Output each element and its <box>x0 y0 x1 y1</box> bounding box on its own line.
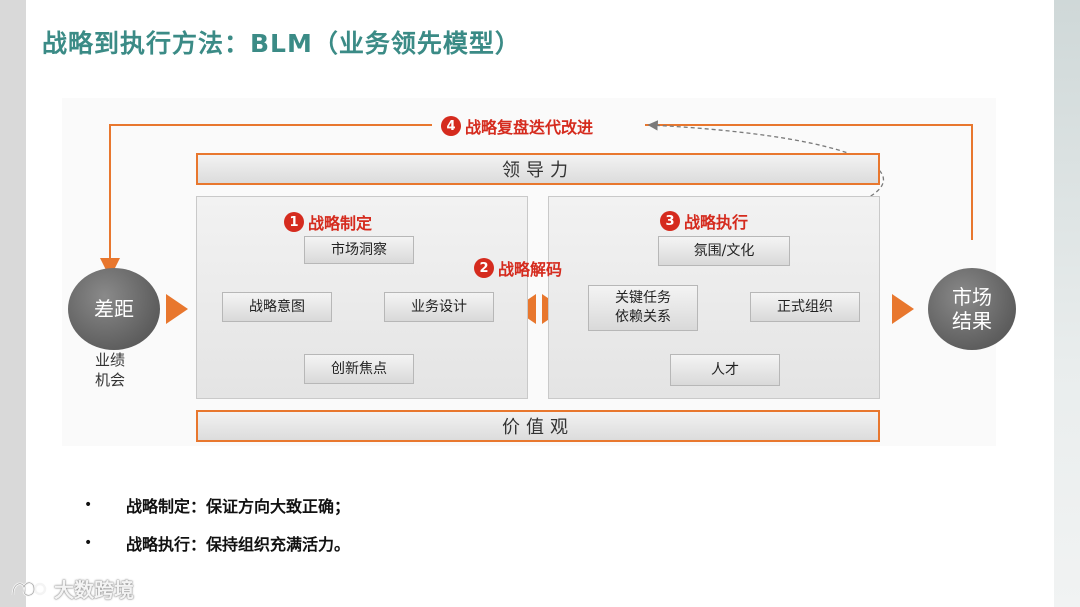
climate-culture-box: 氛围/文化 <box>658 236 790 266</box>
step-3: 3 战略执行 <box>660 209 748 233</box>
step-2-number: 2 <box>474 258 494 278</box>
flow-arrow-execution-to-result <box>892 294 914 324</box>
feedback-loop-line <box>645 124 973 240</box>
critical-tasks-box: 关键任务 依赖关系 <box>588 285 698 331</box>
business-design-box: 业务设计 <box>384 292 494 322</box>
bullet-text: 战略制定：保证方向大致正确； <box>126 497 351 516</box>
step-1-label: 战略制定 <box>308 214 373 233</box>
market-result-line-1: 市场 <box>952 285 992 309</box>
summary-bullets: • 战略制定：保证方向大致正确； • 战略执行：保持组织充满活力。 <box>84 486 350 562</box>
brand-logo-icon <box>11 581 47 596</box>
gap-sub-label: 业绩 机会 <box>90 350 130 390</box>
feedback-loop-line <box>100 124 432 278</box>
critical-tasks-line-2: 依赖关系 <box>615 309 671 325</box>
step-2-label: 战略解码 <box>498 260 563 279</box>
innovation-focus-box: 创新焦点 <box>304 354 414 384</box>
bullet-symbol: • <box>84 535 93 551</box>
step-1-number: 1 <box>284 212 304 232</box>
gap-sub-line-2: 机会 <box>94 371 125 389</box>
talent-box: 人才 <box>670 354 780 386</box>
step-2: 2 战略解码 <box>474 256 562 280</box>
values-bar: 价值观 <box>196 410 880 442</box>
bullet-item: • 战略执行：保持组织充满活力。 <box>84 524 350 562</box>
bullet-item: • 战略制定：保证方向大致正确； <box>84 486 350 524</box>
step-3-label: 战略执行 <box>684 213 749 232</box>
bullet-symbol: • <box>84 497 93 513</box>
slide-title: 战略到执行方法：BLM（业务领先模型） <box>42 29 521 58</box>
step-4-number: 4 <box>441 116 461 136</box>
critical-tasks-line-1: 关键任务 <box>615 290 671 306</box>
gap-circle: 差距 <box>68 268 160 350</box>
strategic-intent-box: 战略意图 <box>222 292 332 322</box>
market-result-line-2: 结果 <box>952 309 992 333</box>
right-decoration-strip <box>1054 0 1080 607</box>
bullet-text: 战略执行：保持组织充满活力。 <box>126 535 351 554</box>
step-3-number: 3 <box>660 211 680 231</box>
watermark-text: 大数跨境 <box>54 578 134 602</box>
step-4-label: 战略复盘迭代改进 <box>465 118 594 137</box>
formal-organization-box: 正式组织 <box>750 292 860 322</box>
watermark: 大数跨境 <box>10 574 134 603</box>
flow-arrow-gap-to-strategy <box>166 294 188 324</box>
leadership-bar: 领导力 <box>196 153 880 185</box>
market-result-circle: 市场 结果 <box>928 268 1016 350</box>
step-4: 4 战略复盘迭代改进 <box>438 114 597 138</box>
step-1: 1 战略制定 <box>284 210 372 234</box>
market-insight-box: 市场洞察 <box>304 236 414 264</box>
gap-sub-line-1: 业绩 <box>94 351 125 369</box>
